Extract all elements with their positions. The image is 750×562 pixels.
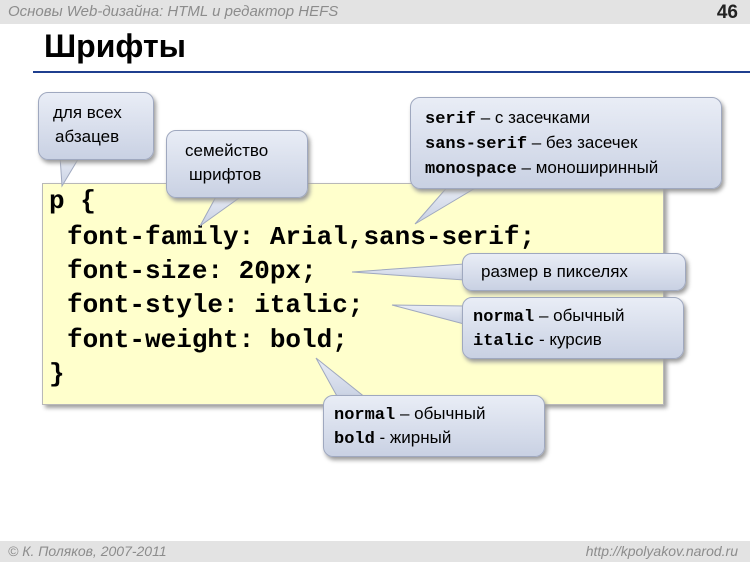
code-line: font-weight: bold;	[67, 325, 348, 355]
callout-text: – обычный	[395, 404, 486, 423]
callout-text: – с засечками	[476, 108, 591, 127]
footer-bar: © К. Поляков, 2007-2011 http://kpolyakov…	[0, 541, 750, 562]
course-title: Основы Web-дизайна: HTML и редактор HEFS	[8, 3, 339, 20]
callout-text: – моноширинный	[516, 158, 659, 177]
callout-text: размер в пикселях	[481, 262, 628, 281]
callout-weight: normal – обычный bold - жирный	[323, 395, 545, 457]
callout-text: шрифтов	[189, 165, 262, 184]
keyword-italic: italic	[473, 332, 535, 351]
keyword-serif: serif	[425, 110, 477, 129]
footer-author: © К. Поляков, 2007-2011	[8, 543, 167, 559]
keyword-sans-serif: sans-serif	[425, 135, 528, 154]
callout-all-paragraphs: для всех абзацев	[38, 92, 154, 160]
callout-generic-families: serif – с засечками sans-serif – без зас…	[410, 97, 722, 189]
css-code-block: p { font-family: Arial,sans-serif; font-…	[42, 183, 664, 405]
keyword-bold: bold	[334, 430, 375, 449]
callout-size: размер в пикселях	[462, 253, 686, 291]
pointer-size	[351, 263, 465, 281]
callout-text: - курсив	[534, 330, 602, 349]
footer-url: http://kpolyakov.narod.ru	[585, 543, 738, 559]
callout-text: – обычный	[534, 306, 625, 325]
code-line: font-style: italic;	[67, 290, 364, 320]
code-line: font-size: 20px;	[67, 256, 317, 286]
pointer-generic-families	[414, 183, 484, 225]
pointer-weight	[315, 357, 368, 399]
callout-text: для всех	[53, 103, 122, 122]
page-number: 46	[716, 2, 738, 23]
pointer-all-paragraphs	[59, 155, 81, 188]
keyword-normal: normal	[473, 308, 535, 327]
keyword-monospace: monospace	[425, 160, 517, 179]
code-line: p {	[49, 186, 96, 216]
header-bar: Основы Web-дизайна: HTML и редактор HEFS…	[0, 0, 750, 24]
pointer-style	[391, 304, 465, 325]
callout-text: – без засечек	[527, 133, 638, 152]
callout-style: normal – обычный italic - курсив	[462, 297, 684, 359]
callout-text: семейство	[185, 141, 269, 160]
page-title: Шрифты	[44, 28, 186, 64]
keyword-normal: normal	[334, 406, 396, 425]
code-line: }	[49, 359, 65, 389]
callout-text: - жирный	[374, 428, 452, 447]
code-line: font-family: Arial,sans-serif;	[67, 222, 536, 252]
callout-text: абзацев	[55, 127, 120, 146]
callout-font-family: семейство шрифтов	[166, 130, 308, 198]
title-divider	[33, 71, 750, 73]
